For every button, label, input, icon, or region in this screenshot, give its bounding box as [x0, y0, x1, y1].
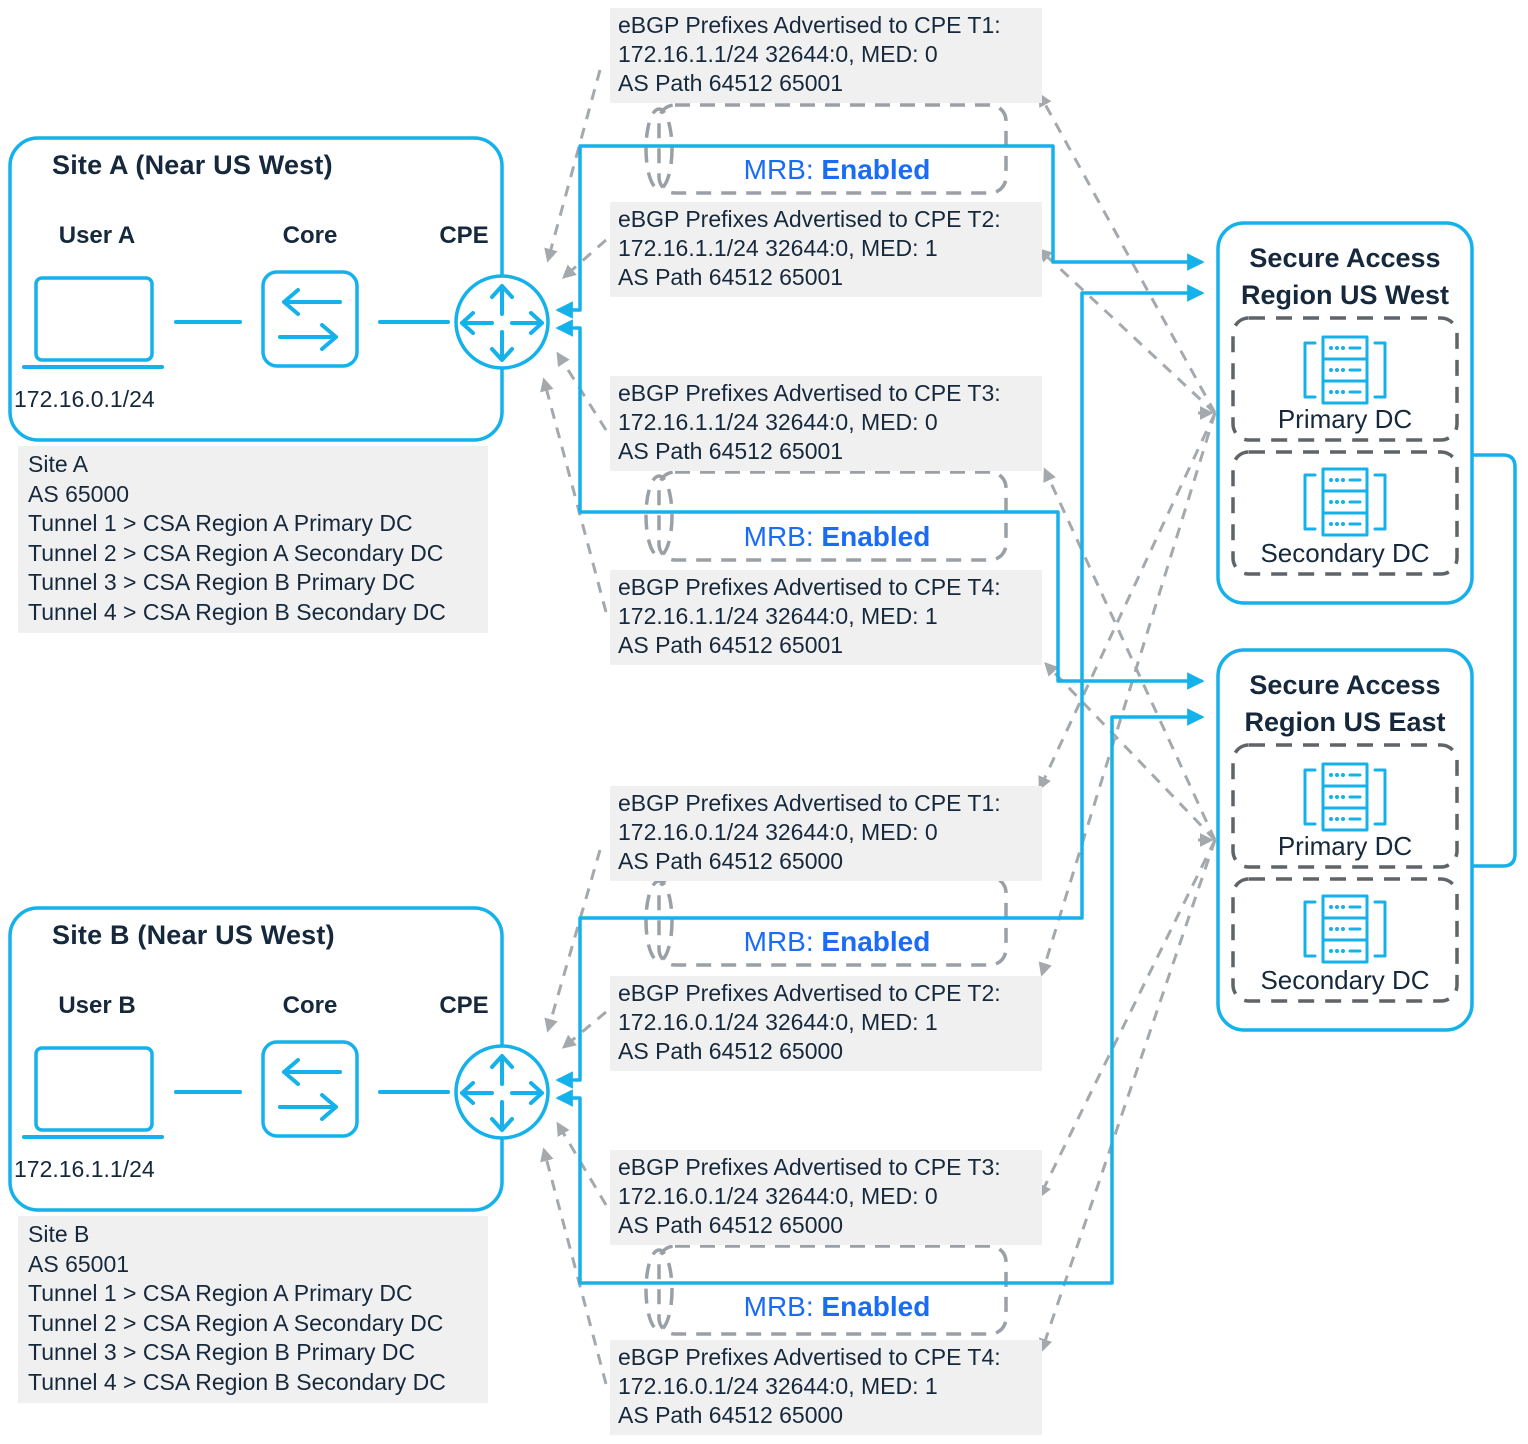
mrb-label: MRB: [743, 521, 814, 552]
advert-as-path: AS Path 64512 65000 [618, 848, 844, 874]
advert-block-b-t3: eBGP Prefixes Advertised to CPE T3: 172.… [610, 1150, 1042, 1245]
mrb-label: MRB: [743, 154, 814, 185]
advert-prefix: 172.16.0.1/24 32644:0, MED: 0 [618, 819, 938, 845]
mrb-status-4: MRB: Enabled [672, 1291, 1002, 1323]
site-a-core-label: Core [282, 222, 338, 249]
advert-block-a-t1: eBGP Prefixes Advertised to CPE T1: 172.… [610, 8, 1042, 103]
mrb-label: MRB: [743, 926, 814, 957]
region-us-west-title: Secure Access Region US West [1222, 240, 1468, 314]
site-a-ip: 172.16.0.1/24 [14, 386, 155, 412]
advert-block-a-t2: eBGP Prefixes Advertised to CPE T2: 172.… [610, 202, 1042, 297]
region-interconnect-bracket [1472, 453, 1517, 868]
site-a-info-line: AS 65000 [28, 480, 130, 507]
advert-prefix: 172.16.1.1/24 32644:0, MED: 0 [618, 41, 938, 67]
region-us-east-title: Secure Access Region US East [1222, 667, 1468, 741]
site-b-core-label: Core [282, 992, 338, 1019]
advert-title: eBGP Prefixes Advertised to CPE T3: [618, 1154, 1001, 1180]
mrb-value: Enabled [821, 926, 931, 957]
site-b-info-line: Site B [28, 1221, 90, 1247]
region-title-line: Region US West [1240, 280, 1450, 310]
advert-prefix: 172.16.1.1/24 32644:0, MED: 1 [618, 603, 938, 629]
mrb-status-3: MRB: Enabled [672, 926, 1002, 958]
site-a-cpe-label: CPE [439, 222, 489, 249]
region-title-line: Secure Access [1249, 243, 1441, 273]
region-title-line: Secure Access [1249, 670, 1441, 700]
site-a-title: Site A (Near US West) [52, 150, 333, 180]
advert-prefix: 172.16.0.1/24 32644:0, MED: 1 [618, 1009, 938, 1035]
site-a-info-line: Tunnel 2 > CSA Region A Secondary DC [28, 539, 444, 566]
site-b-info-line: Tunnel 4 > CSA Region B Secondary DC [28, 1368, 446, 1395]
site-a-info-line: Tunnel 1 > CSA Region A Primary DC [28, 510, 413, 536]
advert-as-path: AS Path 64512 65000 [618, 1212, 844, 1238]
region-title-line: Region US East [1244, 707, 1446, 737]
us-west-primary-dc-label: Primary DC [1277, 404, 1413, 434]
us-east-secondary-dc-label: Secondary DC [1260, 965, 1430, 995]
advert-title: eBGP Prefixes Advertised to CPE T1: [618, 790, 1001, 816]
advert-title: eBGP Prefixes Advertised to CPE T1: [618, 12, 1001, 38]
tunnel-paths [555, 144, 1205, 1285]
advert-title: eBGP Prefixes Advertised to CPE T3: [618, 380, 1001, 406]
site-b-info-line: Tunnel 1 > CSA Region A Primary DC [28, 1280, 413, 1306]
us-east-primary-dc-label: Primary DC [1277, 831, 1413, 861]
site-b-ip: 172.16.1.1/24 [14, 1156, 155, 1182]
advert-block-b-t4: eBGP Prefixes Advertised to CPE T4: 172.… [610, 1340, 1042, 1435]
advert-title: eBGP Prefixes Advertised to CPE T2: [618, 980, 1001, 1006]
mrb-value: Enabled [821, 1291, 931, 1322]
advert-as-path: AS Path 64512 65001 [618, 632, 844, 658]
site-a-info-line: Tunnel 4 > CSA Region B Secondary DC [28, 598, 446, 625]
site-b-info-line: AS 65001 [28, 1250, 130, 1277]
site-b-info-line: Tunnel 2 > CSA Region A Secondary DC [28, 1309, 444, 1336]
advert-as-path: AS Path 64512 65001 [618, 264, 844, 290]
advert-prefix: 172.16.0.1/24 32644:0, MED: 1 [618, 1373, 938, 1399]
site-a-user-label: User A [58, 222, 136, 249]
site-a-info-line: Site A [28, 451, 89, 477]
tunnel-site-b-us-east [555, 708, 1205, 1285]
advert-title: eBGP Prefixes Advertised to CPE T2: [618, 206, 1001, 232]
advert-block-b-t1: eBGP Prefixes Advertised to CPE T1: 172.… [610, 786, 1042, 881]
site-b-user-label: User B [58, 992, 136, 1019]
site-a-info-panel: Site A AS 65000 Tunnel 1 > CSA Region A … [18, 446, 488, 633]
advert-as-path: AS Path 64512 65000 [618, 1038, 844, 1064]
site-b-cpe-label: CPE [439, 992, 489, 1019]
mrb-status-2: MRB: Enabled [672, 521, 1002, 553]
advert-prefix: 172.16.1.1/24 32644:0, MED: 1 [618, 235, 938, 261]
advert-block-a-t4: eBGP Prefixes Advertised to CPE T4: 172.… [610, 570, 1042, 665]
mrb-label: MRB: [743, 1291, 814, 1322]
site-a-info-line: Tunnel 3 > CSA Region B Primary DC [28, 569, 416, 595]
advert-as-path: AS Path 64512 65001 [618, 438, 844, 464]
advert-block-b-t2: eBGP Prefixes Advertised to CPE T2: 172.… [610, 976, 1042, 1071]
advert-block-a-t3: eBGP Prefixes Advertised to CPE T3: 172.… [610, 376, 1042, 471]
advert-title: eBGP Prefixes Advertised to CPE T4: [618, 1344, 1001, 1370]
advert-as-path: AS Path 64512 65001 [618, 70, 844, 96]
site-b-info-panel: Site B AS 65001 Tunnel 1 > CSA Region A … [18, 1216, 488, 1403]
site-b-info-line: Tunnel 3 > CSA Region B Primary DC [28, 1339, 416, 1365]
advert-as-path: AS Path 64512 65000 [618, 1402, 844, 1428]
advert-title: eBGP Prefixes Advertised to CPE T4: [618, 574, 1001, 600]
mrb-status-1: MRB: Enabled [672, 154, 1002, 186]
mrb-value: Enabled [821, 154, 931, 185]
advert-prefix: 172.16.1.1/24 32644:0, MED: 0 [618, 409, 938, 435]
site-b-title: Site B (Near US West) [52, 920, 335, 950]
mrb-value: Enabled [821, 521, 931, 552]
us-west-secondary-dc-label: Secondary DC [1260, 538, 1430, 568]
advert-prefix: 172.16.0.1/24 32644:0, MED: 0 [618, 1183, 938, 1209]
